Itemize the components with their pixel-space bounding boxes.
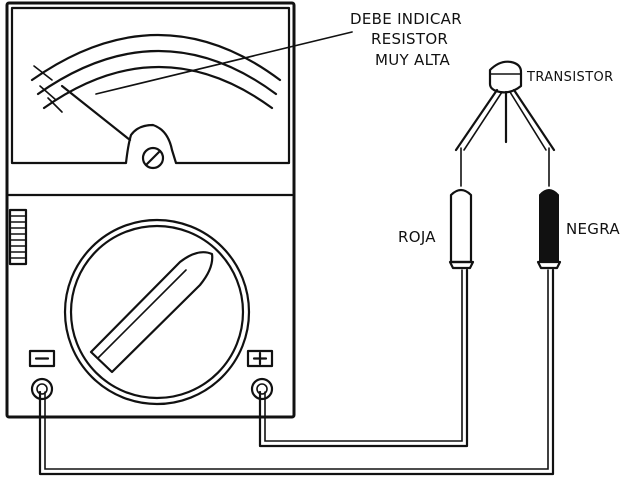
- annotation-line-1: DEBE INDICAR: [350, 10, 462, 28]
- selector-dial-inner: [69, 224, 245, 400]
- scale-arc-middle: [36, 50, 278, 96]
- black-test-lead-wire: [38, 268, 555, 476]
- meter-display: [10, 6, 291, 170]
- annotation-line-3: MUY ALTA: [375, 51, 451, 69]
- scale-tick: [33, 65, 53, 81]
- selector-pointer: [89, 251, 214, 374]
- side-adjust-wheel[interactable]: [8, 208, 28, 266]
- red-probe-label: ROJA: [398, 228, 436, 246]
- red-probe[interactable]: [448, 147, 475, 270]
- transistor-label: TRANSISTOR: [526, 70, 614, 85]
- transistor: [454, 60, 556, 152]
- zero-adjust-screw[interactable]: [141, 146, 165, 170]
- display-window-outline: [10, 6, 291, 165]
- screw-slot: [144, 149, 162, 167]
- transistor-lead-right: [512, 88, 556, 152]
- negative-terminal-label: [28, 349, 56, 368]
- selector-dial-outer: [63, 218, 251, 406]
- red-test-lead-wire-inner: [264, 269, 463, 442]
- transistor-lead-right-inner: [509, 91, 547, 151]
- annotation-leader-line: [95, 31, 353, 95]
- positive-terminal-label: [246, 349, 274, 368]
- annotation-line-2: RESISTOR: [371, 30, 448, 48]
- scale-tick: [39, 85, 57, 101]
- scale-arc-outer: [30, 34, 282, 82]
- multimeter: [5, 1, 296, 419]
- meter-needle: [60, 84, 132, 142]
- red-test-lead-wire: [258, 268, 469, 448]
- black-probe[interactable]: [536, 147, 562, 270]
- multimeter-case: [5, 1, 296, 419]
- transistor-body: [488, 60, 523, 94]
- transistor-lead-left: [454, 88, 499, 152]
- range-selector-knob[interactable]: [63, 218, 251, 406]
- negative-jack[interactable]: [30, 377, 54, 401]
- transistor-lead-left-inner: [463, 91, 503, 151]
- positive-jack[interactable]: [250, 377, 274, 401]
- scale-tick: [47, 97, 63, 113]
- black-test-lead-wire-inner: [44, 269, 549, 470]
- black-probe-label: NEGRA: [566, 220, 620, 238]
- scale-arc-inner: [42, 66, 274, 110]
